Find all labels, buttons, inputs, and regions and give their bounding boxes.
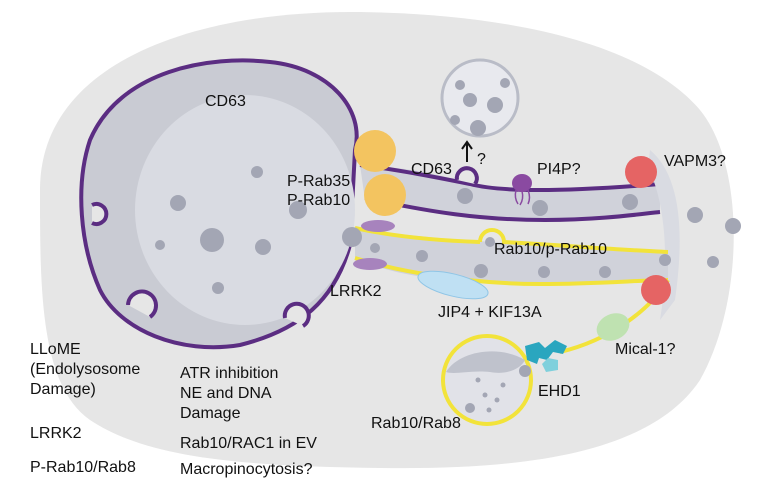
membrane-vesicle xyxy=(342,227,362,247)
left-list-item: Damage) xyxy=(30,381,96,398)
top-vesicle xyxy=(440,58,520,138)
jip4-kif13a-protein xyxy=(417,270,489,300)
outside-vesicle xyxy=(725,218,741,234)
label-rab10-rab8: Rab10/Rab8 xyxy=(371,415,461,432)
label-vapm3: VAPM3? xyxy=(664,153,726,170)
outside-vesicle xyxy=(687,207,703,223)
label-rab10-prab10: Rab10/p-Rab10 xyxy=(494,241,607,258)
center-list-item: Damage xyxy=(180,405,241,422)
right-tubule-edge xyxy=(648,150,680,320)
red-sphere-lower xyxy=(641,275,671,305)
center-list-item: ATR inhibition xyxy=(180,365,279,382)
label-cd63-tubule: CD63 xyxy=(411,161,452,178)
center-list-item: Rab10/RAC1 in EV xyxy=(180,435,317,452)
vapm3-sphere xyxy=(625,156,657,188)
lower-vesicle xyxy=(441,334,533,426)
label-ehd1: EHD1 xyxy=(538,383,581,400)
label-cd63-lysosome: CD63 xyxy=(205,93,246,110)
label-pi4p: PI4P? xyxy=(537,161,581,178)
label-p-rab35: P-Rab35 xyxy=(287,173,351,190)
label-question: ? xyxy=(477,151,486,168)
left-list-item: LLoME xyxy=(30,341,81,358)
p-rab10-sphere xyxy=(364,174,406,216)
lysosome-cd63 xyxy=(79,58,359,350)
purple-tubule xyxy=(359,163,661,223)
left-list-item: P-Rab10/Rab8 xyxy=(30,459,136,476)
outside-vesicle xyxy=(707,256,719,268)
pi4p-protein xyxy=(512,174,532,206)
mical1-protein xyxy=(596,313,630,341)
up-arrow xyxy=(461,140,473,162)
ehd1-protein xyxy=(525,340,567,372)
label-lrrk2-membrane: LRRK2 xyxy=(330,283,382,300)
label-mical1: Mical-1? xyxy=(615,341,676,358)
lrrk2-protein-upper xyxy=(361,220,395,232)
left-list-item: LRRK2 xyxy=(30,425,82,442)
p-rab35-sphere xyxy=(354,130,396,172)
label-jip4-kif13a: JIP4 + KIF13A xyxy=(438,304,542,321)
label-p-rab10: P-Rab10 xyxy=(287,192,351,209)
left-list-item: (Endolysosome xyxy=(30,361,141,378)
lrrk2-protein-lower xyxy=(353,258,387,270)
center-list-item: NE and DNA xyxy=(180,385,272,402)
center-list-item: Macropinocytosis? xyxy=(180,461,313,478)
